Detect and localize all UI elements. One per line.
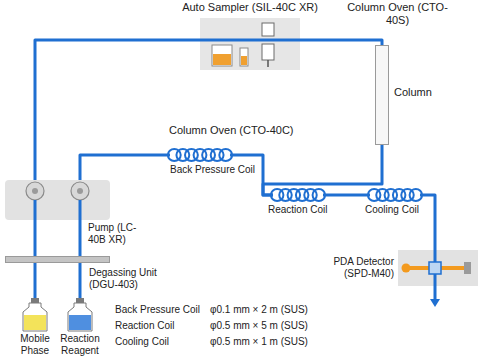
unit-label: Column Oven (CTO-40S) <box>340 1 455 27</box>
unit-illustration <box>200 18 300 70</box>
unit-illustration <box>22 298 48 332</box>
unit-illustration <box>5 180 110 220</box>
coil-spec: φ0.5 mm × 1 m (SUS) <box>210 336 308 348</box>
column-oven-panel: Column Oven (CTO-40C) Back Pressure CoilR… <box>155 120 343 230</box>
unit-label: Pump (LC-40B XR) <box>88 222 152 246</box>
unit-label: Cooling Coil <box>365 204 431 216</box>
unit-illustration <box>398 250 478 286</box>
reaction-coil: Reaction Coil <box>273 188 323 202</box>
unit-label: Degassing Unit (DGU-403) <box>89 267 165 291</box>
unit-label: Mobile Phase <box>14 333 56 357</box>
coil-symbol <box>170 148 230 162</box>
flow-tube <box>34 263 37 298</box>
flow-tube <box>420 195 435 250</box>
unit-label: Reaction Coil <box>268 204 334 216</box>
unit-label: Column Oven (CTO-40C) <box>155 120 343 137</box>
coil-symbol <box>273 188 323 202</box>
coil-name: Reaction Coil <box>115 320 174 332</box>
unit-label: Reaction Reagent <box>58 333 102 357</box>
flow-tube <box>263 145 382 195</box>
coil-spec: φ0.1 mm × 2 m (SUS) <box>210 304 308 316</box>
coil-symbol <box>370 188 420 202</box>
unit-illustration <box>67 298 93 332</box>
coil-name: Back Pressure Coil <box>115 304 200 316</box>
flow-tube <box>79 263 82 298</box>
back-pressure-coil: Back Pressure Coil <box>170 148 230 162</box>
autosampler-panel: Auto Sampler (SIL-40C XR) <box>200 18 300 70</box>
unit-label: Auto Sampler (SIL-40C XR) <box>180 1 320 14</box>
flow-tube <box>35 40 200 180</box>
unit-label: PDA Detector (SPD-M40) <box>316 256 394 280</box>
column-oven-panel: Column Oven (CTO-40S)ColumnCooling Coil <box>345 30 450 235</box>
pump-unit: Pump (LC-40B XR) <box>5 180 110 220</box>
degassing-bar: Degassing Unit (DGU-403) <box>5 256 110 263</box>
mobile-phase-bottle: Mobile Phase <box>22 298 48 332</box>
flow-tube <box>79 220 82 256</box>
cooling-coil: Cooling Coil <box>370 188 420 202</box>
unit-label: Column <box>394 86 439 99</box>
flow-tube <box>300 40 382 45</box>
flow-tube <box>34 220 37 256</box>
pda-detector: PDA Detector (SPD-M40) <box>398 250 478 286</box>
coil-name: Cooling Coil <box>115 336 169 348</box>
reagent-bottle: Reaction Reagent <box>67 298 93 332</box>
column-tube: Column <box>375 45 389 145</box>
coil-spec: φ0.5 mm × 5 m (SUS) <box>210 320 308 332</box>
flow-tube <box>80 155 170 180</box>
flow-tube <box>323 194 370 197</box>
unit-label: Back Pressure Coil <box>170 164 265 176</box>
